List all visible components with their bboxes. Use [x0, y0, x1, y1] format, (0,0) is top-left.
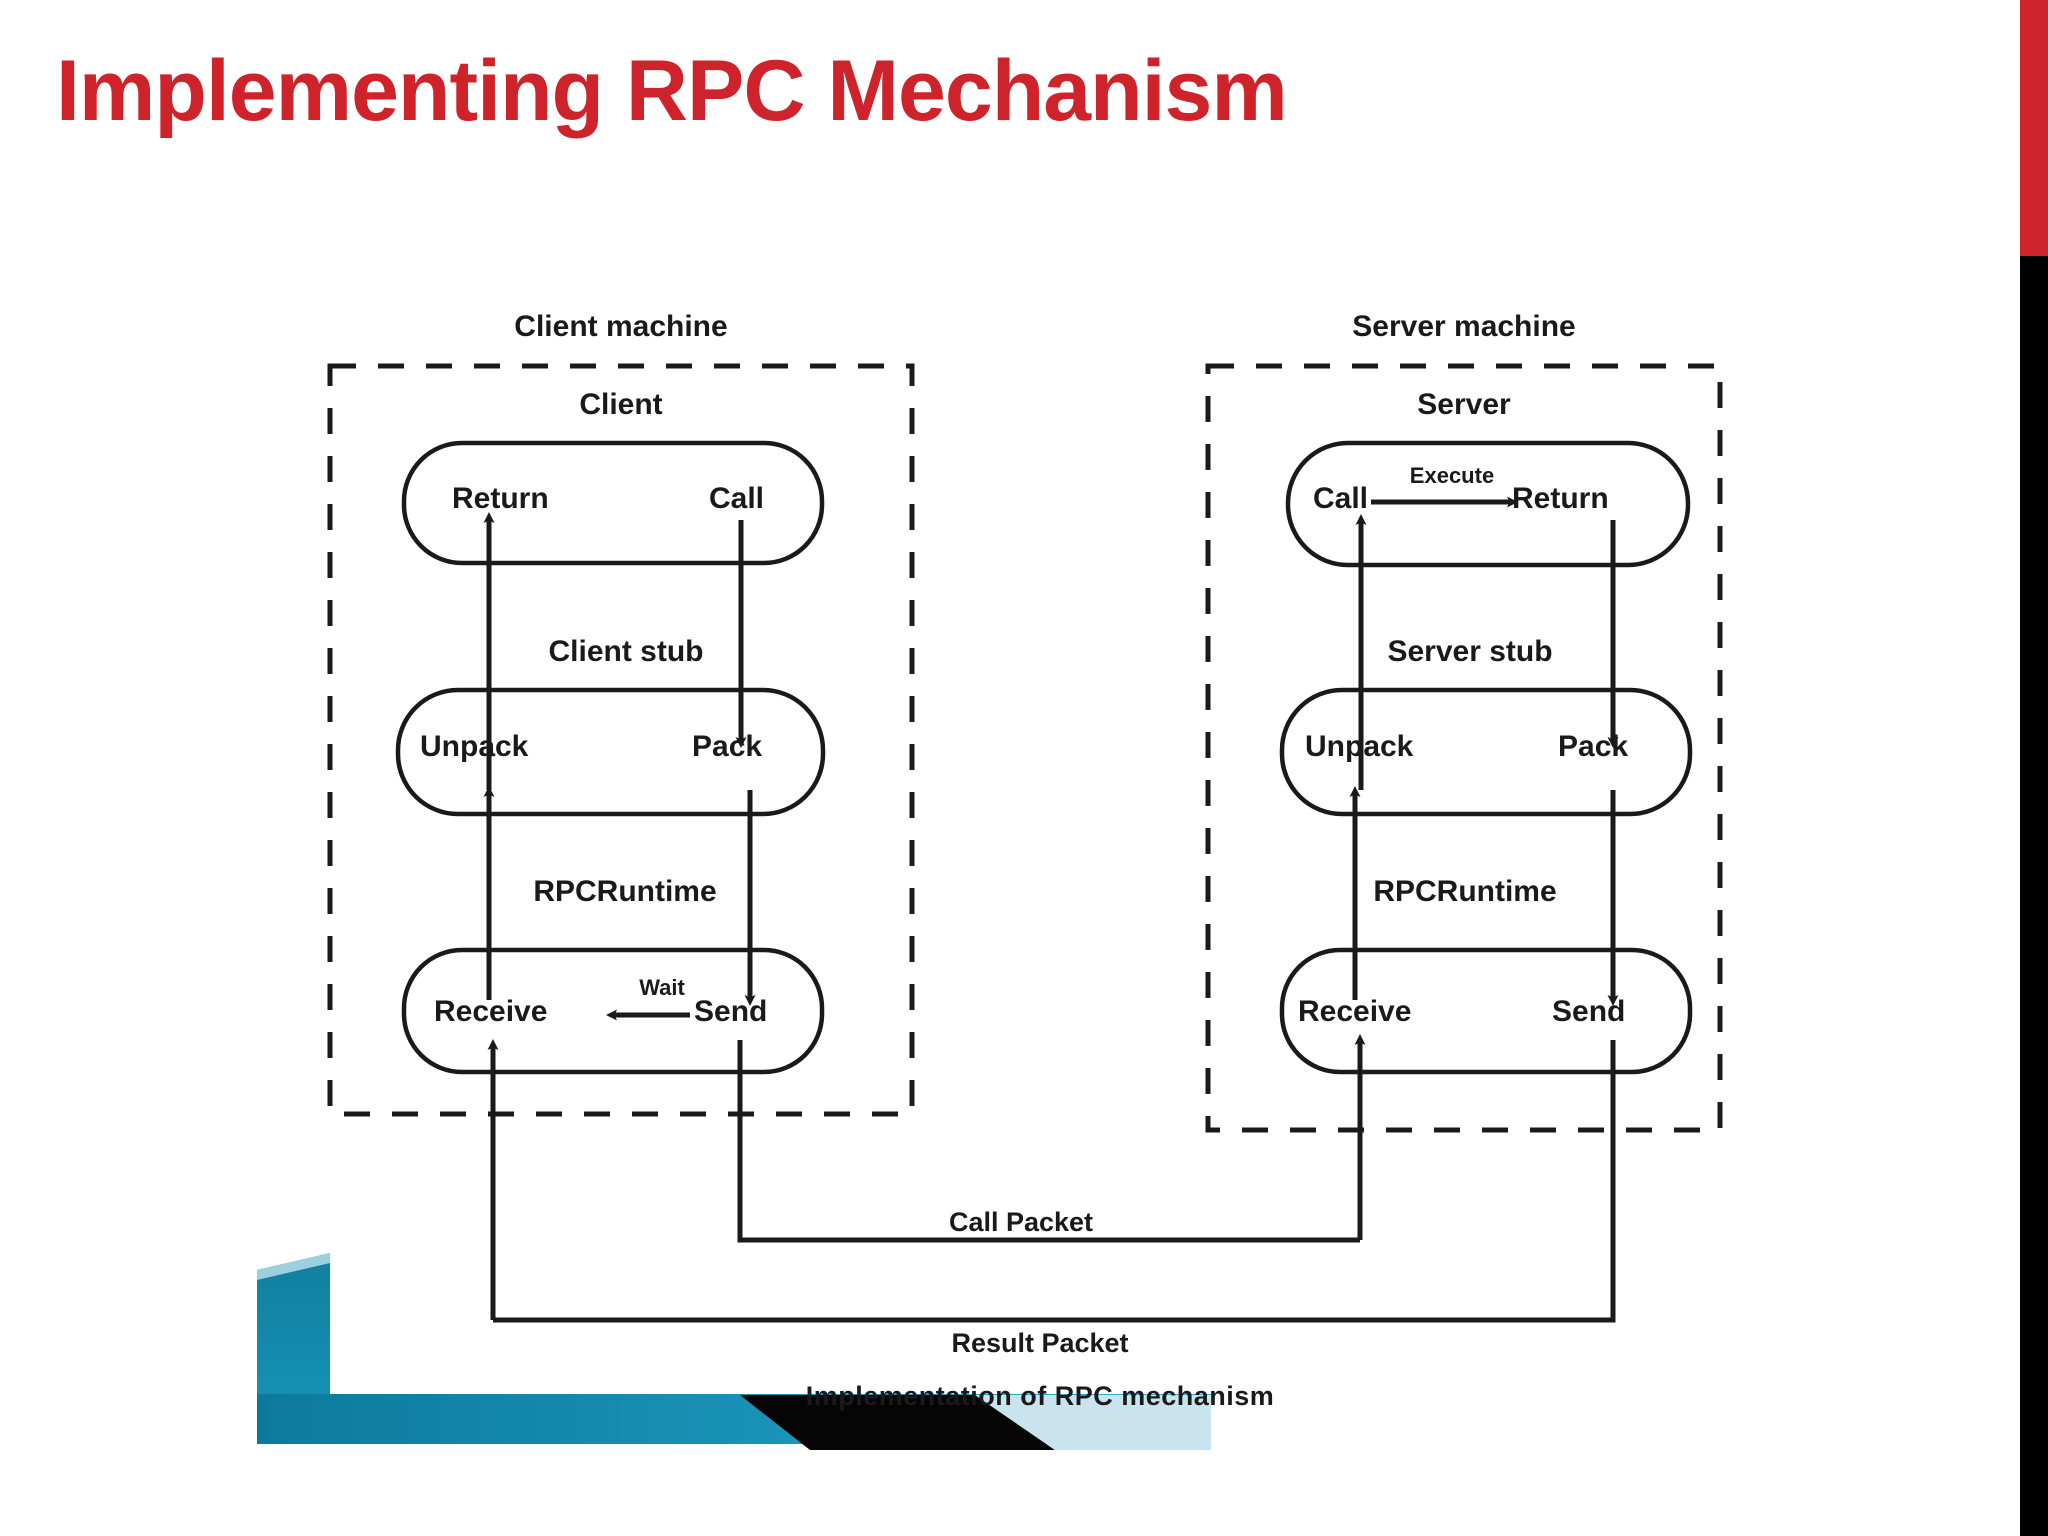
server-machine-boundary	[1205, 363, 1723, 1133]
client-unpack-label: Unpack	[420, 730, 529, 763]
client-send-label: Send	[694, 995, 768, 1028]
server-receive-label: Receive	[1298, 995, 1412, 1028]
client-return-label: Return	[452, 482, 549, 515]
client-wait-label: Wait	[639, 975, 685, 1000]
client-pack-label: Pack	[692, 730, 763, 763]
server-execute-label: Execute	[1409, 463, 1495, 488]
client-machine-label: Client machine	[514, 310, 728, 343]
client-tier-mid-label: Client stub	[548, 635, 704, 668]
server-machine-group	[493, 363, 1723, 1323]
server-runtime-box	[1279, 947, 1693, 1075]
server-pack-label: Pack	[1558, 730, 1629, 763]
call-packet-label: Call Packet	[948, 1207, 1094, 1237]
client-layer-box	[401, 440, 825, 566]
decorative-ribbon	[257, 1253, 1211, 1450]
server-tier-mid-label: Server stub	[1387, 635, 1553, 668]
server-tier-bot-label: RPCRuntime	[1373, 875, 1557, 908]
server-layer-box	[1285, 440, 1691, 568]
client-stub-box	[395, 687, 826, 817]
edge-accent-bar-red	[2020, 0, 2048, 256]
server-call-label: Call	[1313, 482, 1369, 515]
server-machine-label: Server machine	[1352, 310, 1576, 343]
page-title: Implementing RPC Mechanism	[56, 43, 1288, 139]
client-call-label: Call	[709, 482, 765, 515]
client-tier-top-label: Client	[579, 388, 663, 421]
result-packet-path	[493, 1040, 1616, 1323]
diagram-caption: Implementation of RPC mechanism	[805, 1381, 1275, 1411]
server-stub-box	[1279, 687, 1693, 817]
server-unpack-label: Unpack	[1305, 730, 1414, 763]
client-tier-bot-label: RPCRuntime	[533, 875, 717, 908]
server-return-label: Return	[1512, 482, 1609, 515]
result-packet-label: Result Packet	[951, 1328, 1129, 1358]
client-machine-boundary	[327, 363, 915, 1117]
server-tier-top-label: Server	[1417, 388, 1511, 421]
client-runtime-box	[401, 947, 825, 1075]
client-machine-group	[327, 363, 1360, 1320]
edge-accent-bar-black	[2020, 256, 2048, 1536]
server-send-label: Send	[1552, 995, 1626, 1028]
client-receive-label: Receive	[434, 995, 548, 1028]
call-packet-path-out	[737, 1040, 1360, 1243]
